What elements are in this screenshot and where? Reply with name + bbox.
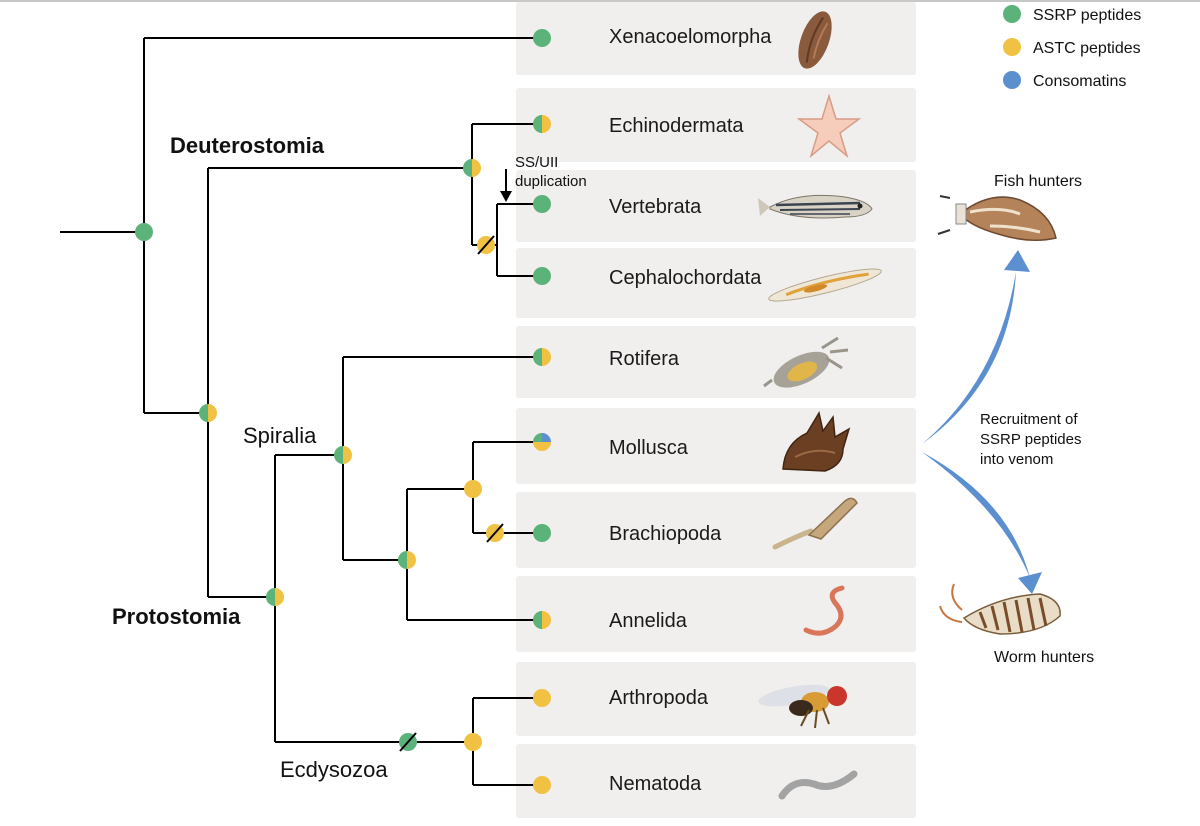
duplication-label-line1: SS/UII — [515, 154, 558, 171]
tip-nematoda — [533, 776, 551, 794]
clade-label-spiralia: Spiralia — [243, 423, 317, 448]
taxon-box-brachiopoda — [516, 492, 916, 568]
acoel-worm-icon — [798, 11, 832, 69]
taxon-label: Nematoda — [609, 773, 702, 795]
loss-marker-ecdysozoa — [399, 732, 417, 752]
recruitment-label-line3: into venom — [980, 451, 1053, 468]
tip-vertebrata — [533, 195, 551, 213]
taxon-box-vertebrata — [516, 170, 916, 242]
fruit-fly-icon — [758, 684, 847, 729]
node-ecdysozoa — [464, 733, 482, 751]
clade-label-protostomia: Protostomia — [112, 604, 241, 629]
recruitment-arrows — [922, 250, 1042, 594]
worm-hunter-cone-snail-icon — [939, 583, 1061, 635]
legend-swatch-ssrp — [1003, 5, 1021, 23]
fish-hunters-label: Fish hunters — [994, 173, 1082, 190]
node-deuterostomia — [463, 159, 481, 177]
taxon-box-arthropoda — [516, 662, 916, 736]
clade-label-ecdysozoa: Ecdysozoa — [280, 757, 388, 782]
tip-echinodermata — [533, 115, 551, 133]
arrow-head-worm-icon — [1018, 572, 1042, 594]
nematode-icon — [778, 770, 858, 800]
legend-label-astc: ASTC peptides — [1033, 40, 1141, 57]
node-lophotrochozoa — [398, 551, 416, 569]
taxon-labels: Xenacoelomorpha Echinodermata Vertebrata… — [609, 26, 772, 795]
arrow-head-fish-icon — [1004, 250, 1030, 272]
node-protostomia — [266, 588, 284, 606]
node-spiralia — [334, 446, 352, 464]
taxon-box-rotifera — [516, 326, 916, 398]
lancelet-icon — [768, 268, 882, 302]
tip-brachiopoda — [533, 524, 551, 542]
rotifer-icon — [763, 336, 849, 388]
legend: SSRP peptides ASTC peptides Consomatins — [1003, 5, 1141, 90]
taxon-box-nematoda — [516, 744, 916, 818]
arrow-to-worm-hunters — [922, 452, 1030, 578]
legend-label-ssrp: SSRP peptides — [1033, 7, 1141, 24]
taxon-label: Vertebrata — [609, 196, 702, 218]
taxon-label: Rotifera — [609, 348, 680, 370]
tip-rotifera — [533, 348, 551, 366]
taxon-box-annelida — [516, 576, 916, 652]
taxon-label: Xenacoelomorpha — [609, 26, 772, 48]
loss-marker-brachiopoda — [486, 523, 504, 543]
tip-annelida — [533, 611, 551, 629]
tip-mollusca — [533, 433, 551, 451]
taxon-label: Cephalochordata — [609, 267, 762, 289]
node-bilateria — [199, 404, 217, 422]
node-mollusca-brachiopoda — [464, 480, 482, 498]
earthworm-icon — [803, 585, 845, 636]
fish-hunter-cone-snail-icon — [937, 195, 1057, 241]
taxon-label: Echinodermata — [609, 115, 744, 137]
recruitment-label-line2: SSRP peptides — [980, 431, 1081, 448]
legend-swatch-consomatins — [1003, 71, 1021, 89]
taxon-label: Brachiopoda — [609, 523, 722, 545]
legend-swatch-astc — [1003, 38, 1021, 56]
tree-nodes — [135, 159, 504, 752]
sea-slug-icon — [782, 411, 851, 472]
tip-xenacoelomorpha — [533, 29, 551, 47]
tree-branches — [60, 37, 542, 786]
worm-hunters-label: Worm hunters — [994, 649, 1094, 666]
down-arrow-icon — [500, 191, 512, 202]
taxon-box-cephalochordata — [516, 248, 916, 318]
tip-cephalochordata — [533, 267, 551, 285]
tip-markers — [533, 29, 551, 794]
recruitment-label-line1: Recruitment of — [980, 411, 1078, 428]
tip-arthropoda — [533, 689, 551, 707]
clade-label-deuterostomia: Deuterostomia — [170, 133, 325, 158]
loss-marker-chordata — [477, 235, 495, 255]
node-root — [135, 223, 153, 241]
legend-label-consomatins: Consomatins — [1033, 73, 1126, 90]
lamp-shell-icon — [772, 497, 858, 550]
starfish-icon — [796, 93, 862, 159]
taxon-label: Mollusca — [609, 437, 689, 459]
taxon-box-mollusca — [516, 408, 916, 484]
taxon-label: Annelida — [609, 610, 688, 632]
duplication-annotation: SS/UII duplication — [500, 154, 587, 202]
taxon-label: Arthropoda — [609, 687, 709, 709]
zebrafish-icon — [758, 194, 873, 219]
duplication-label-line2: duplication — [515, 173, 587, 190]
